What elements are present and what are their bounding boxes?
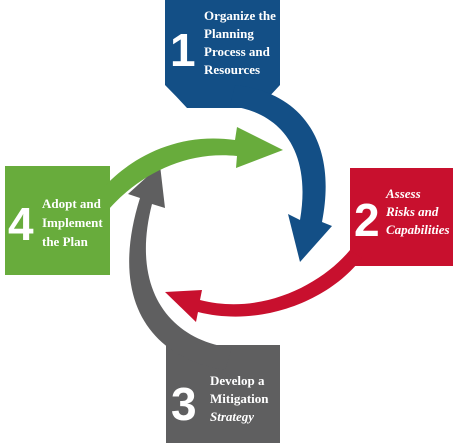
arrow-3-to-4 (128, 165, 232, 370)
step-4-box (5, 166, 110, 275)
step-1-box (165, 0, 280, 85)
step-3-label-line-3: Strategy (210, 409, 254, 424)
step-4-label-line-2: Implement (42, 215, 103, 230)
step-4-label-line-3: the Plan (42, 234, 89, 249)
step-2-number: 2 (354, 194, 380, 246)
step-1-label-line-3: Process and (204, 44, 271, 59)
step-2-connector (165, 250, 362, 322)
step-1-number: 1 (170, 24, 196, 76)
step-2-label-line-3: Capabilities (386, 222, 450, 237)
step-1-label-line-2: Planning (204, 26, 254, 41)
step-1-label-line-1: Organize the (204, 8, 276, 23)
step-3-label-line-2: Mitigation (210, 391, 269, 406)
arrow-1-to-2 (230, 85, 332, 262)
step-3-label-line-1: Develop a (210, 373, 265, 388)
step-2-label-line-1: Assess (385, 186, 421, 201)
step-2-box (350, 168, 453, 266)
step-4-label-line-1: Adopt and (42, 196, 102, 211)
step-2-label-line-2: Risks and (385, 204, 439, 219)
arrow-4-to-1 (85, 127, 283, 220)
step-3-number: 3 (171, 378, 197, 430)
step-1-label-line-4: Resources (204, 62, 260, 77)
step-4-number: 4 (8, 198, 34, 250)
